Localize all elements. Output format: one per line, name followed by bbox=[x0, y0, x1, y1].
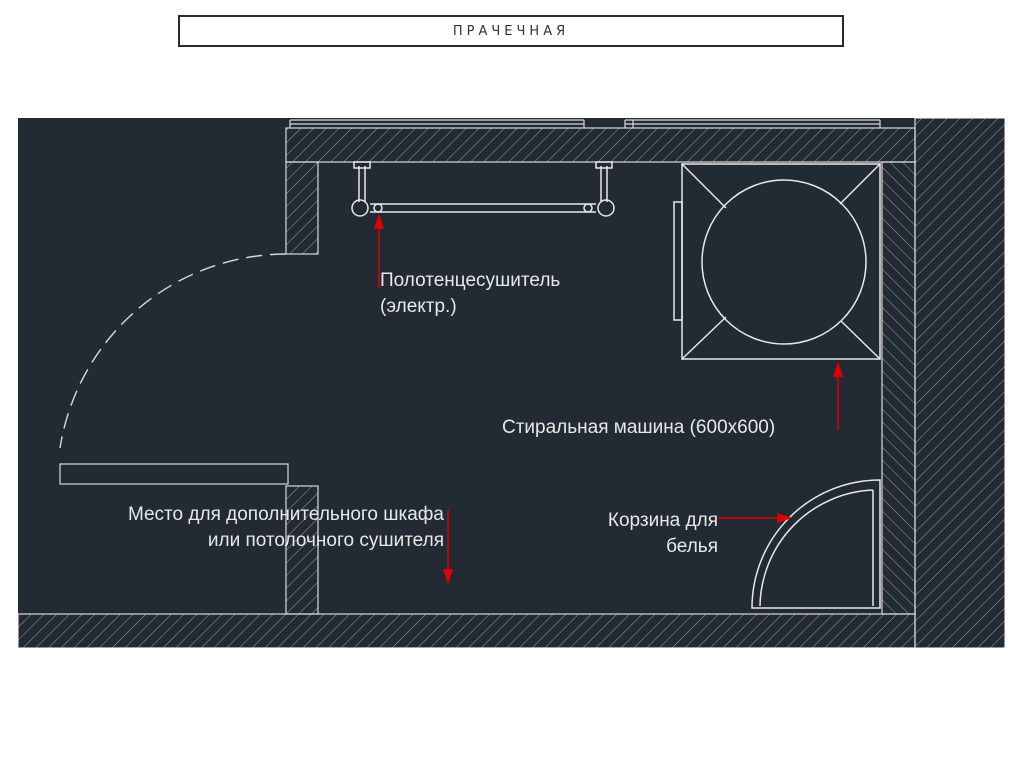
windows bbox=[93, 119, 913, 648]
towel-dryer-label: Полотенцесушитель (электр.) bbox=[380, 268, 560, 320]
cabinet-label-line2: или потолочного сушителя bbox=[207, 530, 444, 551]
door-swing-arc bbox=[59, 253, 287, 449]
wall-right-outer bbox=[914, 118, 1005, 648]
cabinet-label-line1: Место для дополнительного шкафа bbox=[127, 504, 444, 525]
wall-top bbox=[285, 127, 916, 163]
towel-dryer bbox=[351, 161, 615, 217]
title-box: ПРАЧЕЧНАЯ bbox=[178, 15, 844, 47]
laundry-basket bbox=[751, 479, 881, 609]
basket-label-line1: Корзина для bbox=[607, 510, 718, 531]
wall-left-upper bbox=[285, 161, 319, 255]
wall-bottom bbox=[18, 613, 916, 648]
floor-plan: Полотенцесушитель (электр.) Стиральная м… bbox=[18, 118, 1005, 648]
annotation-arrows bbox=[373, 213, 844, 585]
door-leaf bbox=[59, 463, 289, 485]
towel-dryer-label-line2: (электр.) bbox=[380, 296, 457, 317]
walls bbox=[18, 118, 1005, 648]
washer-label: Стиральная машина (600х600) bbox=[502, 417, 776, 438]
washing-machine bbox=[673, 163, 881, 360]
towel-dryer-label-line1: Полотенцесушитель bbox=[380, 270, 561, 291]
page-title: ПРАЧЕЧНАЯ bbox=[452, 23, 570, 39]
basket-label: Корзина для белья bbox=[578, 508, 718, 560]
basket-label-line2: белья bbox=[666, 536, 718, 557]
wall-left-lower bbox=[285, 485, 319, 615]
floor-plan-drawing bbox=[18, 118, 1005, 648]
cabinet-label: Место для дополнительного шкафа или пото… bbox=[56, 502, 444, 554]
wall-right bbox=[881, 161, 916, 615]
